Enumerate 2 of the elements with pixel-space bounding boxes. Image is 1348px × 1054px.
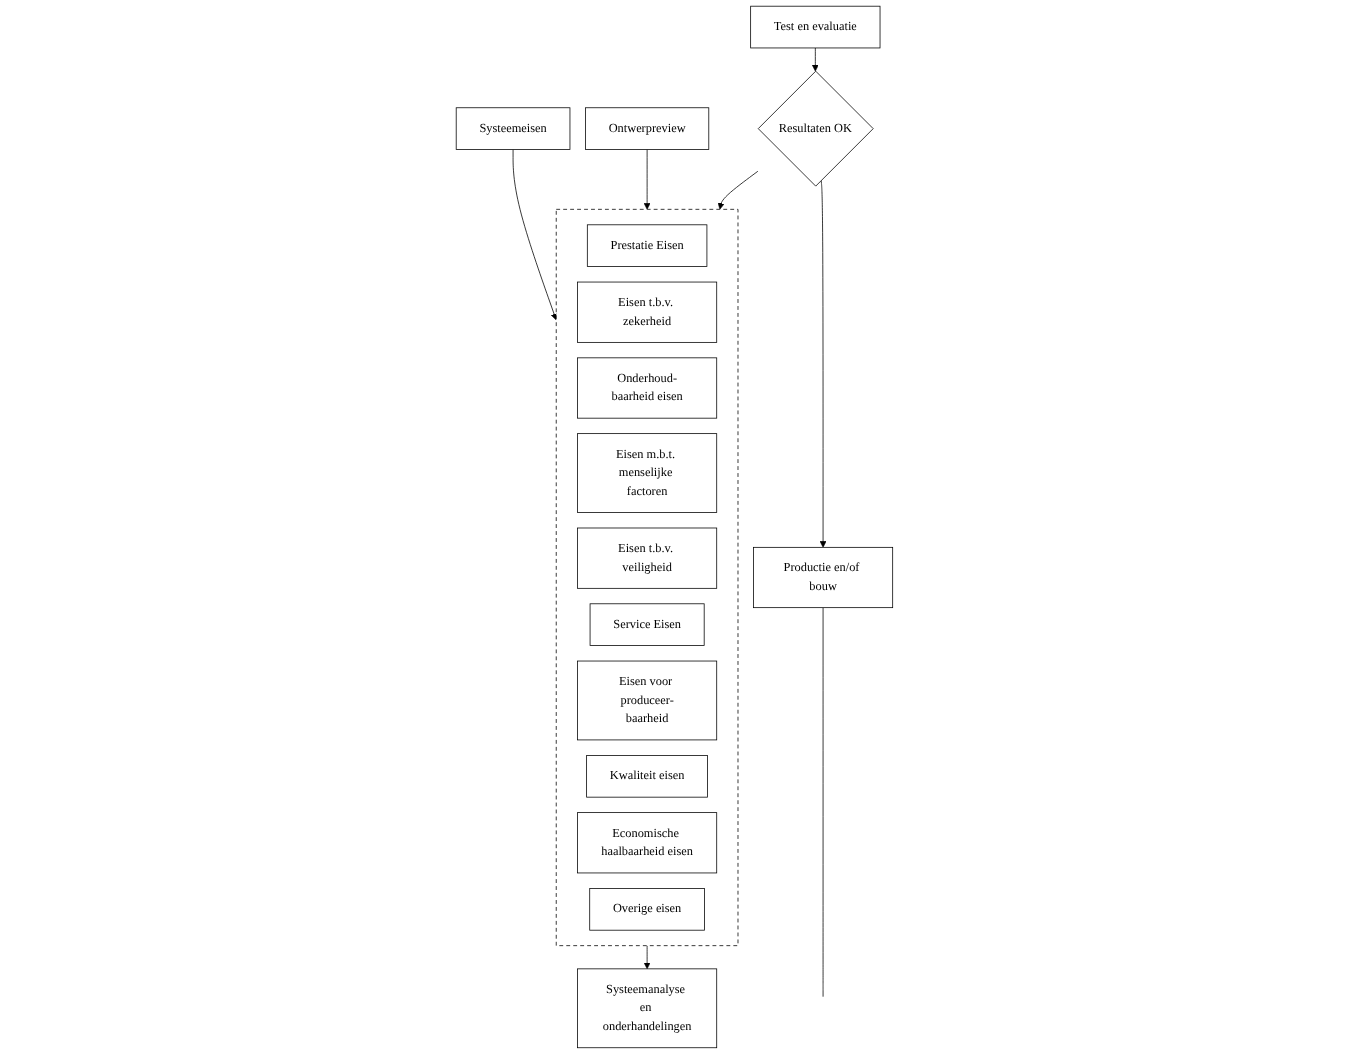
- cluster: [555, 209, 738, 947]
- connector: [822, 607, 824, 998]
